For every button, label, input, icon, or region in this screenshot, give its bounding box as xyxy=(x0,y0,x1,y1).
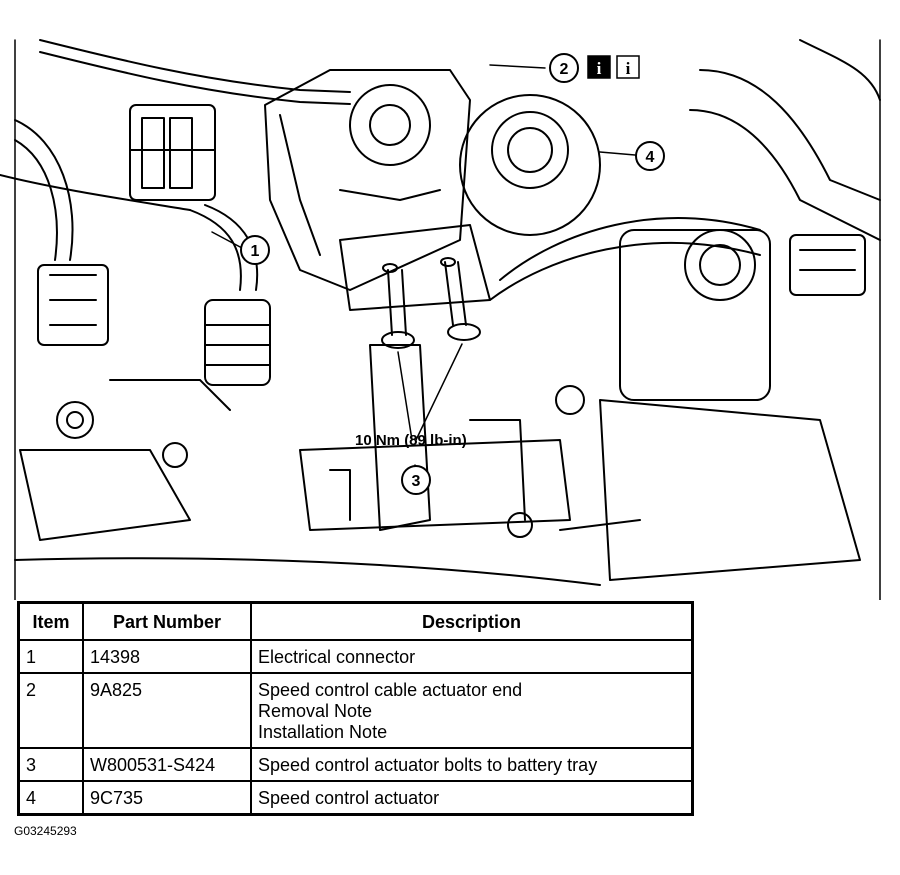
table-row: 4 9C735 Speed control actuator xyxy=(17,780,694,816)
cell-description: Electrical connector xyxy=(250,639,694,674)
svg-text:4: 4 xyxy=(646,149,655,166)
cell-part-number: W800531-S424 xyxy=(82,747,252,782)
cell-description: Speed control actuator xyxy=(250,780,694,816)
header-description: Description xyxy=(250,601,694,641)
callout-3: 3 xyxy=(401,465,431,495)
cell-item: 2 xyxy=(17,672,84,749)
svg-text:i: i xyxy=(597,59,602,78)
engine-bay-illustration: 1 2 i i 4 10 Nm (89 lb-in) 3 xyxy=(0,39,881,600)
cell-description: Speed control actuator bolts to battery … xyxy=(250,747,694,782)
header-part-number: Part Number xyxy=(82,601,252,641)
cell-item: 4 xyxy=(17,780,84,816)
info-icon-filled[interactable]: i xyxy=(587,55,611,79)
svg-text:2: 2 xyxy=(560,61,569,78)
table-row: 2 9A825 Speed control cable actuator end… xyxy=(17,672,694,749)
table-row: 1 14398 Electrical connector xyxy=(17,639,694,674)
cell-item: 3 xyxy=(17,747,84,782)
cell-part-number: 9A825 xyxy=(82,672,252,749)
table-header-row: Item Part Number Description xyxy=(17,601,694,641)
info-icon-outline[interactable]: i xyxy=(616,55,640,79)
cell-part-number: 14398 xyxy=(82,639,252,674)
cell-item: 1 xyxy=(17,639,84,674)
table-row: 3 W800531-S424 Speed control actuator bo… xyxy=(17,747,694,782)
removal-note-link[interactable]: Removal Note xyxy=(258,701,373,721)
installation-note-link[interactable]: Installation Note xyxy=(258,722,388,742)
torque-label: 10 Nm (89 lb-in) xyxy=(355,432,467,449)
cell-description: Speed control cable actuator end Removal… xyxy=(250,672,694,749)
callout-2: 2 xyxy=(549,53,579,83)
callout-1: 1 xyxy=(240,235,270,265)
parts-table: Item Part Number Description 1 14398 Ele… xyxy=(17,601,694,816)
header-item: Item xyxy=(17,601,84,641)
description-text: Speed control cable actuator end xyxy=(258,680,523,700)
cell-part-number: 9C735 xyxy=(82,780,252,816)
svg-text:3: 3 xyxy=(412,473,421,490)
svg-text:i: i xyxy=(626,59,631,78)
callout-4: 4 xyxy=(635,141,665,171)
svg-text:1: 1 xyxy=(251,243,260,260)
figure-code: G03245293 xyxy=(14,824,77,838)
